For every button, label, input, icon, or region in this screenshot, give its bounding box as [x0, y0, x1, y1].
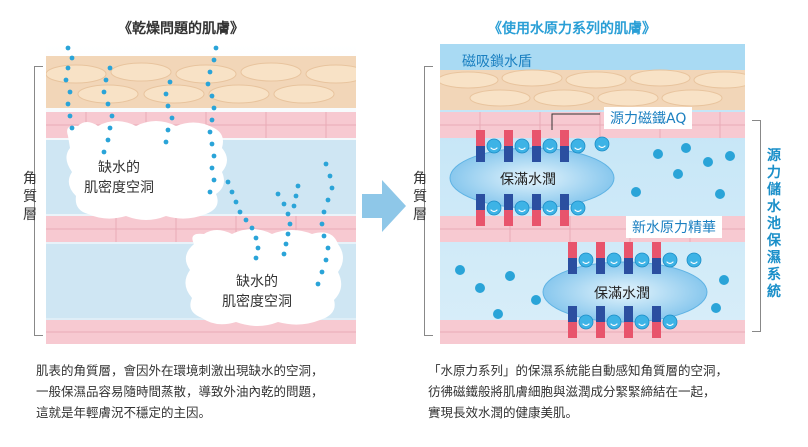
evaporation-dots: [63, 45, 335, 287]
magnet-bars-lower: [568, 242, 661, 338]
vertical-char: 池: [767, 216, 781, 232]
right-description-line: 彷彿磁鐵般將肌膚細胞與滋潤成分緊緊締結在一起，: [428, 384, 716, 399]
right-panel-title: 《使用水原力系列的肌膚》: [488, 21, 656, 37]
right-description: 「水原力系列」的保濕系統能自動感知角質層的空洞， 彷彿磁鐵般將肌膚細胞與滋潤成分…: [428, 360, 728, 423]
void-label-lower-line2: 肌密度空洞: [222, 294, 292, 310]
vertical-char: 角: [413, 171, 427, 187]
vertical-char: 水: [767, 199, 781, 215]
oval-label-lower: 保滿水潤: [594, 286, 650, 302]
essence-tag: 新水原力精華: [626, 216, 722, 238]
reservoir-system-label: 源力儲水池保濕系統: [766, 148, 782, 301]
void-label-upper-line2: 肌密度空洞: [84, 180, 154, 196]
void-clouds: [66, 121, 343, 326]
left-panel-title: 《乾燥問題的肌膚》: [118, 21, 244, 37]
essence-dots: [455, 143, 735, 319]
vertical-char: 系: [767, 267, 781, 283]
oval-label-upper: 保滿水潤: [500, 172, 556, 188]
right-side-label: 角質層: [412, 170, 428, 224]
vertical-char: 質: [23, 189, 37, 205]
system-bracket: [752, 120, 761, 332]
left-description-line: 這就是年輕膚況不穩定的主因。: [36, 405, 212, 420]
left-side-label: 角質層: [22, 170, 38, 224]
transition-arrow-icon: [362, 180, 406, 232]
magnet-aq-tag: 源力磁鐵AQ: [604, 107, 693, 129]
water-lock-shield-label: 磁吸鎖水盾: [462, 54, 532, 70]
void-label-upper-line1: 缺水的: [98, 160, 140, 176]
left-layer-bracket: [34, 66, 43, 336]
right-description-line: 實現長效水潤的健康美肌。: [428, 405, 579, 420]
void-label-upper: 缺水的 肌密度空洞: [84, 158, 154, 198]
vertical-char: 角: [23, 171, 37, 187]
vertical-char: 層: [23, 207, 37, 223]
skin-surface-cells: [46, 56, 356, 108]
left-description: 肌表的角質層，會因外在環境刺激出現缺水的空洞， 一般保濕品容易隨時間蒸散，導致外…: [36, 360, 324, 423]
vertical-char: 濕: [767, 250, 781, 266]
right-layer-bracket: [424, 66, 433, 336]
right-description-line: 「水原力系列」的保濕系統能自動感知角質層的空洞，: [428, 363, 729, 378]
vertical-char: 統: [767, 284, 781, 300]
vertical-char: 儲: [767, 182, 781, 198]
dry-skin-diagram: [46, 44, 356, 344]
vertical-char: 質: [413, 189, 427, 205]
magnet-bars-upper: [476, 130, 569, 226]
smiley-drops-icon: [486, 136, 702, 330]
vertical-char: 源: [767, 148, 781, 164]
void-label-lower: 缺水的 肌密度空洞: [222, 272, 292, 312]
hydrated-skin-diagram: [440, 44, 745, 344]
vertical-char: 保: [767, 233, 781, 249]
void-label-lower-line1: 缺水的: [236, 274, 278, 290]
left-description-line: 一般保濕品容易隨時間蒸散，導致外油內乾的問題，: [36, 384, 324, 399]
vertical-char: 層: [413, 207, 427, 223]
vertical-char: 力: [767, 165, 781, 181]
left-description-line: 肌表的角質層，會因外在環境刺激出現缺水的空洞，: [36, 363, 324, 378]
